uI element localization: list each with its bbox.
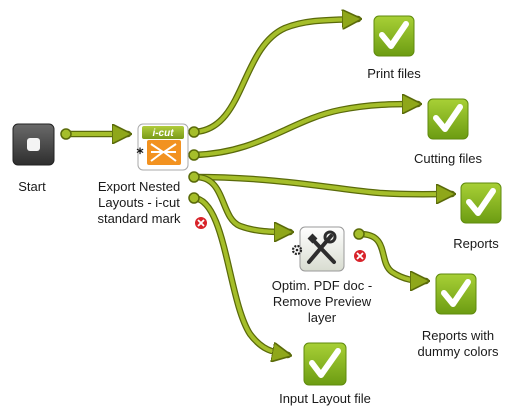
export-output-connector-1[interactable] (188, 126, 200, 138)
connector-export-cutting-files (190, 104, 418, 159)
print-files-label: Print files (367, 66, 421, 81)
start-node[interactable] (12, 123, 55, 166)
export-output-connector-4[interactable] (188, 192, 200, 204)
connector-export-reports (190, 173, 452, 194)
icut-badge-text: i-cut (152, 128, 174, 139)
reports-label: Reports (453, 236, 499, 251)
checkmark-icon (466, 188, 496, 216)
connector-export-print-files (190, 19, 358, 136)
cutting-files-node[interactable] (427, 98, 469, 140)
optim-pdf-node[interactable] (291, 226, 345, 272)
optim-output-connector[interactable] (353, 228, 365, 240)
cutting-files-label: Cutting files (414, 151, 482, 166)
start-output-connector[interactable] (60, 128, 72, 140)
reports-node[interactable] (460, 182, 502, 224)
reports-dummy-node[interactable] (435, 273, 477, 315)
export-output-connector-3[interactable] (188, 171, 200, 183)
reports-dummy-label: Reports with dummy colors (417, 328, 499, 359)
export-output-connector-2[interactable] (188, 149, 200, 161)
connector-optim-reports-dummy (356, 230, 426, 281)
asterisk-icon: * (136, 146, 144, 162)
error-icon[interactable] (195, 217, 207, 229)
print-files-node[interactable] (373, 15, 415, 57)
stop-icon (27, 138, 40, 151)
checkmark-icon (309, 348, 341, 378)
connector-export-input-layout (190, 194, 288, 355)
input-layout-label: Input Layout file (279, 391, 371, 406)
gear-icon (291, 244, 303, 256)
start-label: Start (18, 179, 46, 194)
icut-flag-icon: i-cut (142, 126, 184, 165)
checkmark-icon (441, 279, 471, 307)
export-nested-node[interactable]: i-cut * (136, 123, 189, 171)
checkmark-icon (379, 21, 409, 49)
error-icon[interactable] (354, 250, 366, 262)
export-nested-label: Export Nested Layouts - i-cut standard m… (97, 179, 181, 226)
connector-export-optim (192, 173, 290, 232)
input-layout-node[interactable] (303, 342, 347, 386)
checkmark-icon (433, 104, 463, 132)
optim-pdf-label: Optim. PDF doc - Remove Preview layer (271, 278, 373, 325)
tools-icon (307, 230, 337, 264)
